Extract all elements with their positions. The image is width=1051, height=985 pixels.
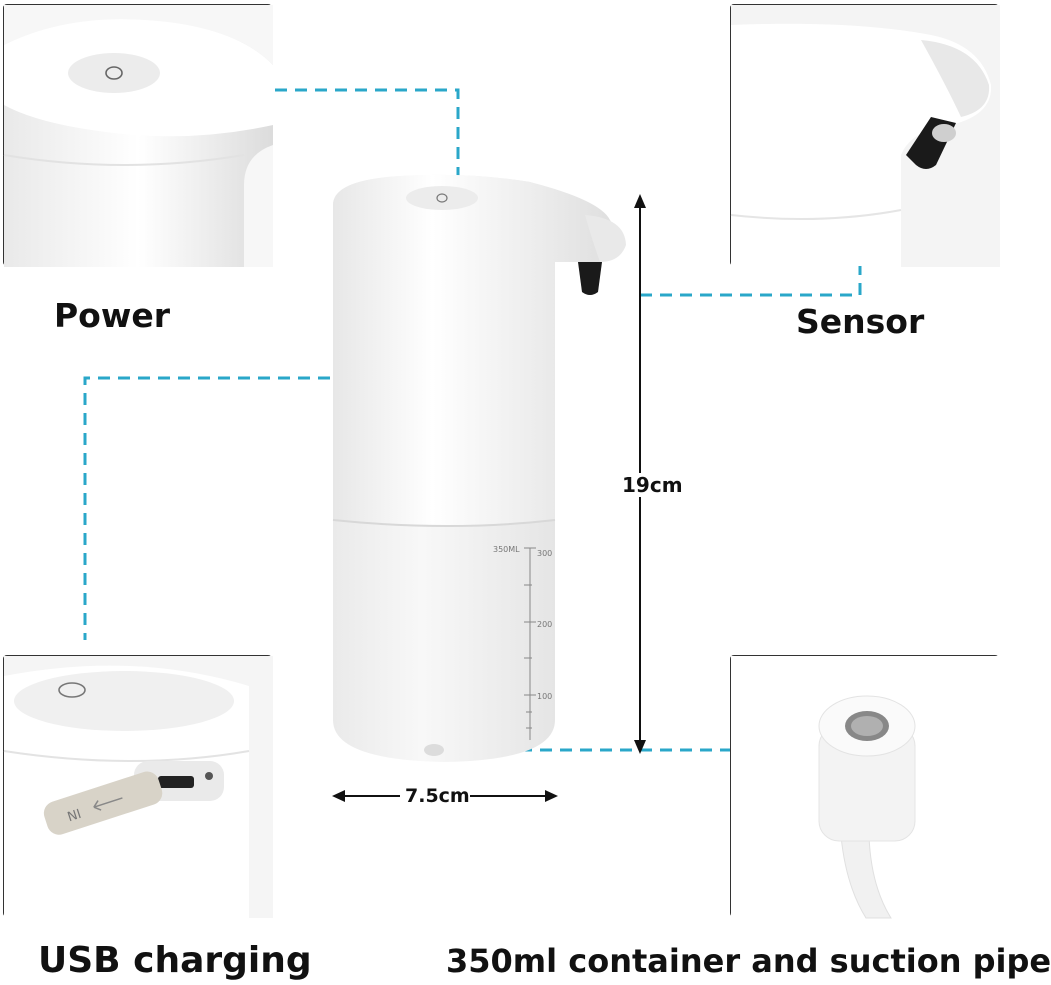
suction-pipe-closeup-panel	[730, 655, 1000, 919]
usb-plug-text: NI	[66, 807, 84, 825]
scale-tick-100: 100	[537, 692, 552, 701]
usb-closeup-image: NI	[3, 656, 273, 918]
width-dimension-label: 7.5cm	[405, 785, 470, 807]
scale-tick-200: 200	[537, 620, 552, 629]
suction-pipe-image	[731, 656, 1000, 919]
width-dimension-arrow	[332, 790, 558, 802]
soap-dispenser: 350ML 300 200 100	[332, 174, 626, 762]
power-closeup-image	[3, 5, 273, 268]
sensor-label: Sensor	[796, 302, 925, 341]
capacity-scale	[524, 547, 536, 740]
sensor-closeup-image	[730, 5, 1000, 267]
sensor-closeup-panel	[730, 4, 1000, 267]
scale-tick-300: 300	[537, 549, 552, 558]
container-label: 350ml container and suction pipe	[446, 942, 1051, 980]
nozzle-icon	[578, 262, 602, 295]
height-dimension-label: 19cm	[620, 473, 685, 497]
power-button-icon	[58, 682, 86, 698]
usb-closeup-panel: NI	[3, 655, 273, 918]
product-diagram: 350ML 300 200 100	[83, 88, 862, 802]
capacity-label: 350ML	[493, 545, 520, 554]
power-button-icon	[105, 66, 123, 80]
power-closeup-panel	[3, 4, 273, 268]
nozzle-icon	[906, 117, 956, 169]
filter-mesh-icon	[845, 711, 889, 741]
usb-charging-label: USB charging	[38, 940, 312, 981]
power-label: Power	[54, 296, 170, 335]
usb-rubber-plug-icon: NI	[43, 771, 163, 835]
power-button-icon	[436, 193, 448, 203]
